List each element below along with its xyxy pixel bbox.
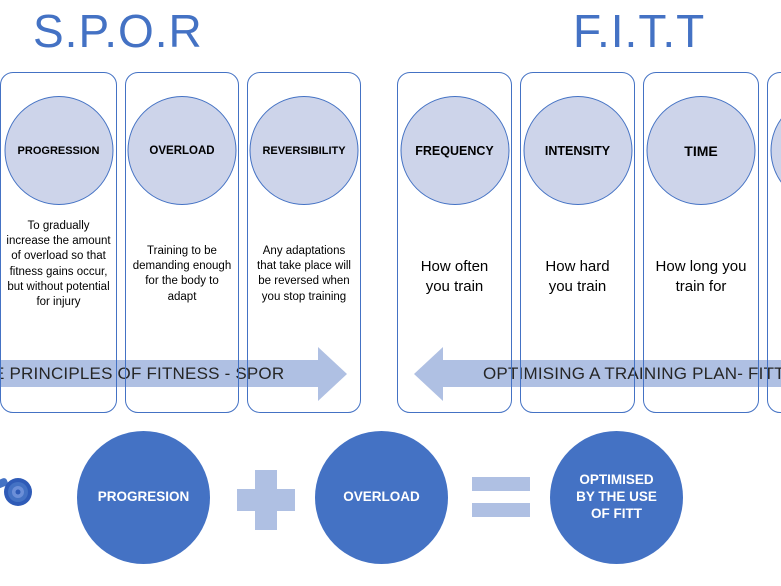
fitt-title: F.I.T.T — [573, 5, 706, 57]
dumbbell-icon — [0, 478, 32, 506]
partial-circle — [770, 96, 781, 205]
spor-title: S.P.O.R — [33, 5, 203, 57]
fitt-column-frequency: FREQUENCY How often you train — [397, 72, 512, 413]
time-description: How long you train for — [655, 258, 747, 295]
equals-icon — [472, 477, 530, 491]
overload-equation-circle: OVERLOAD — [315, 431, 448, 564]
fitt-column-time: TIME How long you train for — [643, 72, 759, 413]
overload-description: Training to be demanding enough for the … — [132, 245, 232, 303]
reversibility-label: REVERSIBILITY — [262, 144, 346, 157]
intensity-label: INTENSITY — [544, 143, 611, 158]
fitt-column-intensity: INTENSITY How hard you train — [520, 72, 635, 413]
reversibility-circle: REVERSIBILITY — [249, 96, 359, 205]
intensity-circle: INTENSITY — [523, 96, 632, 205]
frequency-label: FREQUENCY — [415, 143, 494, 158]
optimised-equation-circle: OPTIMISED BY THE USE OF FITT — [550, 431, 683, 564]
fitt-arrow-label: OPTIMISING A TRAINING PLAN- FITT — [483, 364, 781, 383]
intensity-description: How hard you train — [545, 258, 610, 295]
fitt-arrow — [443, 360, 781, 387]
spor-arrow-label: THE PRINCIPLES OF FITNESS - SPOR — [0, 364, 285, 383]
spor-arrow-head-icon — [318, 347, 347, 401]
overload-equation-label: OVERLOAD — [343, 489, 420, 505]
frequency-circle: FREQUENCY — [400, 96, 509, 205]
reversibility-description: Any adaptations that take place will be … — [257, 245, 351, 303]
progression-description: To gradually increase the amount of over… — [6, 220, 111, 308]
progression-circle: PROGRESSION — [4, 96, 113, 205]
fitt-column-partial — [767, 72, 781, 413]
plus-icon — [255, 470, 277, 530]
frequency-description: How often you train — [420, 258, 489, 295]
spor-column-overload: OVERLOAD Training to be demanding enough… — [125, 72, 239, 413]
progression-label: PROGRESSION — [17, 144, 100, 157]
overload-label: OVERLOAD — [149, 144, 215, 157]
time-circle: TIME — [646, 96, 756, 205]
equals-icon — [472, 503, 530, 517]
progresion-equation-label: PROGRESION — [97, 489, 190, 505]
spor-column-progression: PROGRESSION To gradually increase the am… — [0, 72, 117, 413]
optimised-equation-label: OPTIMISED BY THE USE OF FITT — [576, 472, 657, 521]
progresion-equation-circle: PROGRESION — [77, 431, 210, 564]
overload-circle: OVERLOAD — [127, 96, 237, 205]
time-label: TIME — [684, 142, 718, 159]
fitt-arrow-head-icon — [414, 347, 443, 401]
spor-arrow — [0, 360, 318, 387]
spor-column-reversibility: REVERSIBILITY Any adaptations that take … — [247, 72, 361, 413]
